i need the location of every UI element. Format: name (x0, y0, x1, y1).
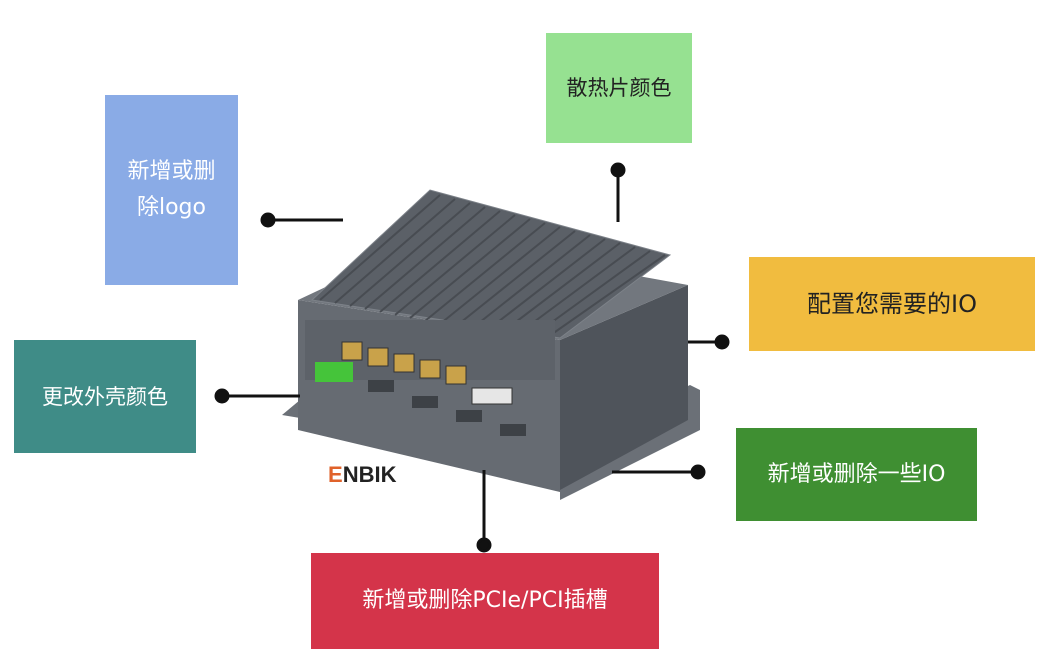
rj45-ports (341, 341, 467, 385)
callout-add-remove-io: 新增或删除一些IO (736, 428, 977, 521)
callout-shell-color: 更改外壳颜色 (14, 340, 196, 453)
fin-lines (319, 194, 666, 340)
callout-logo: 新增或删 除logo (105, 95, 238, 285)
callout-configure-io: 配置您需要的IO (749, 257, 1035, 351)
callout-heatsink-color: 散热片颜色 (546, 33, 692, 143)
green-terminal-block (315, 362, 353, 382)
callout-shell-label: 更改外壳颜色 (42, 384, 168, 409)
callout-configure-io-label: 配置您需要的IO (807, 290, 977, 318)
brand-logo: ENBIK (328, 462, 397, 487)
serial-ports (368, 380, 526, 436)
device-side (560, 285, 688, 490)
callout-pcie-slot: 新增或删除PCIe/PCI插槽 (311, 553, 659, 649)
callout-pcie-label: 新增或删除PCIe/PCI插槽 (362, 588, 608, 613)
callout-heatsink-label: 散热片颜色 (566, 76, 672, 100)
dvi-port (471, 387, 513, 405)
callout-logo-label: 新增或删 除logo (127, 159, 216, 220)
callout-add-remove-io-label: 新增或删除一些IO (767, 461, 946, 487)
